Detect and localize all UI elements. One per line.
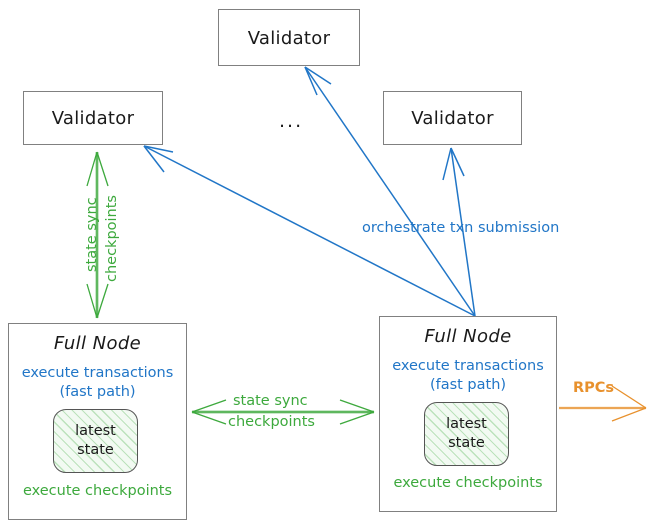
- validators-ellipsis: ...: [279, 110, 304, 132]
- full-node-left-box[interactable]: Full Node execute transactions (fast pat…: [8, 323, 187, 520]
- validator-left-label: Validator: [51, 108, 135, 129]
- full-node-right-box[interactable]: Full Node execute transactions (fast pat…: [379, 316, 557, 512]
- full-node-right-state-label: latest state: [446, 416, 487, 451]
- state-sync-vertical-label-line2: checkpoints: [104, 195, 120, 282]
- full-node-left-state-box: latest state: [53, 409, 138, 473]
- rpcs-label: RPCs: [573, 380, 615, 396]
- full-node-right-state-box: latest state: [424, 402, 509, 466]
- full-node-right-green-text: execute checkpoints: [393, 475, 543, 491]
- orchestrate-txn-submission-label: orchestrate txn submission: [362, 220, 560, 236]
- state-sync-horizontal-label-line2: checkpoints: [228, 414, 315, 430]
- edge-orchestrate-to-validator-left: [143, 145, 476, 317]
- full-node-left-green-text: execute checkpoints: [22, 483, 173, 499]
- full-node-right-title: Full Node: [424, 326, 512, 347]
- edge-state-sync-horizontal: [191, 399, 375, 425]
- validator-top-label: Validator: [247, 28, 331, 49]
- validator-left-box[interactable]: Validator: [23, 91, 163, 145]
- edge-orchestrate-to-validator-top: [304, 66, 476, 317]
- edge-rpcs: [559, 385, 647, 422]
- validator-right-label: Validator: [411, 108, 494, 129]
- state-sync-horizontal-label-line1: state sync: [233, 393, 308, 409]
- full-node-left-title: Full Node: [53, 333, 142, 354]
- state-sync-vertical-label-line1: state sync: [84, 197, 100, 272]
- edge-state-sync-vertical: [86, 151, 109, 319]
- full-node-right-blue-text: execute transactions (fast path): [392, 358, 544, 393]
- validator-top-box[interactable]: Validator: [218, 9, 360, 66]
- full-node-left-state-label: latest state: [75, 423, 116, 458]
- full-node-left-blue-text: execute transactions (fast path): [21, 365, 174, 400]
- validator-right-box[interactable]: Validator: [383, 91, 522, 145]
- edge-orchestrate-to-validator-right: [442, 147, 476, 317]
